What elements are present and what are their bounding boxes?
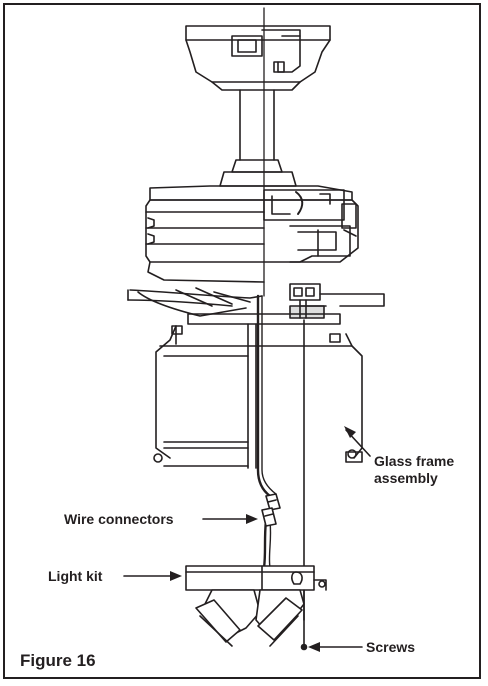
canopy [185,25,331,91]
leader-arrows [123,426,371,652]
light-sockets [195,589,305,647]
wire-connectors [261,493,281,527]
switch-housing-adaptor [187,283,341,325]
wire-connectors-label: Wire connectors [64,511,174,527]
glass-frame-label: Glass frame assembly [374,453,454,487]
figure-caption: Figure 16 [20,651,96,670]
downrod [219,7,297,297]
screws-label: Screws [366,639,416,655]
light-kit-label: Light kit [48,568,103,584]
screw [300,589,308,651]
blade-irons [127,287,385,317]
glass-frame-label-line2: assembly [374,470,438,486]
motor-housing [145,185,359,283]
wires [256,294,277,570]
light-kit-housing [185,565,327,591]
glass-frame-label-line1: Glass frame [374,453,455,469]
